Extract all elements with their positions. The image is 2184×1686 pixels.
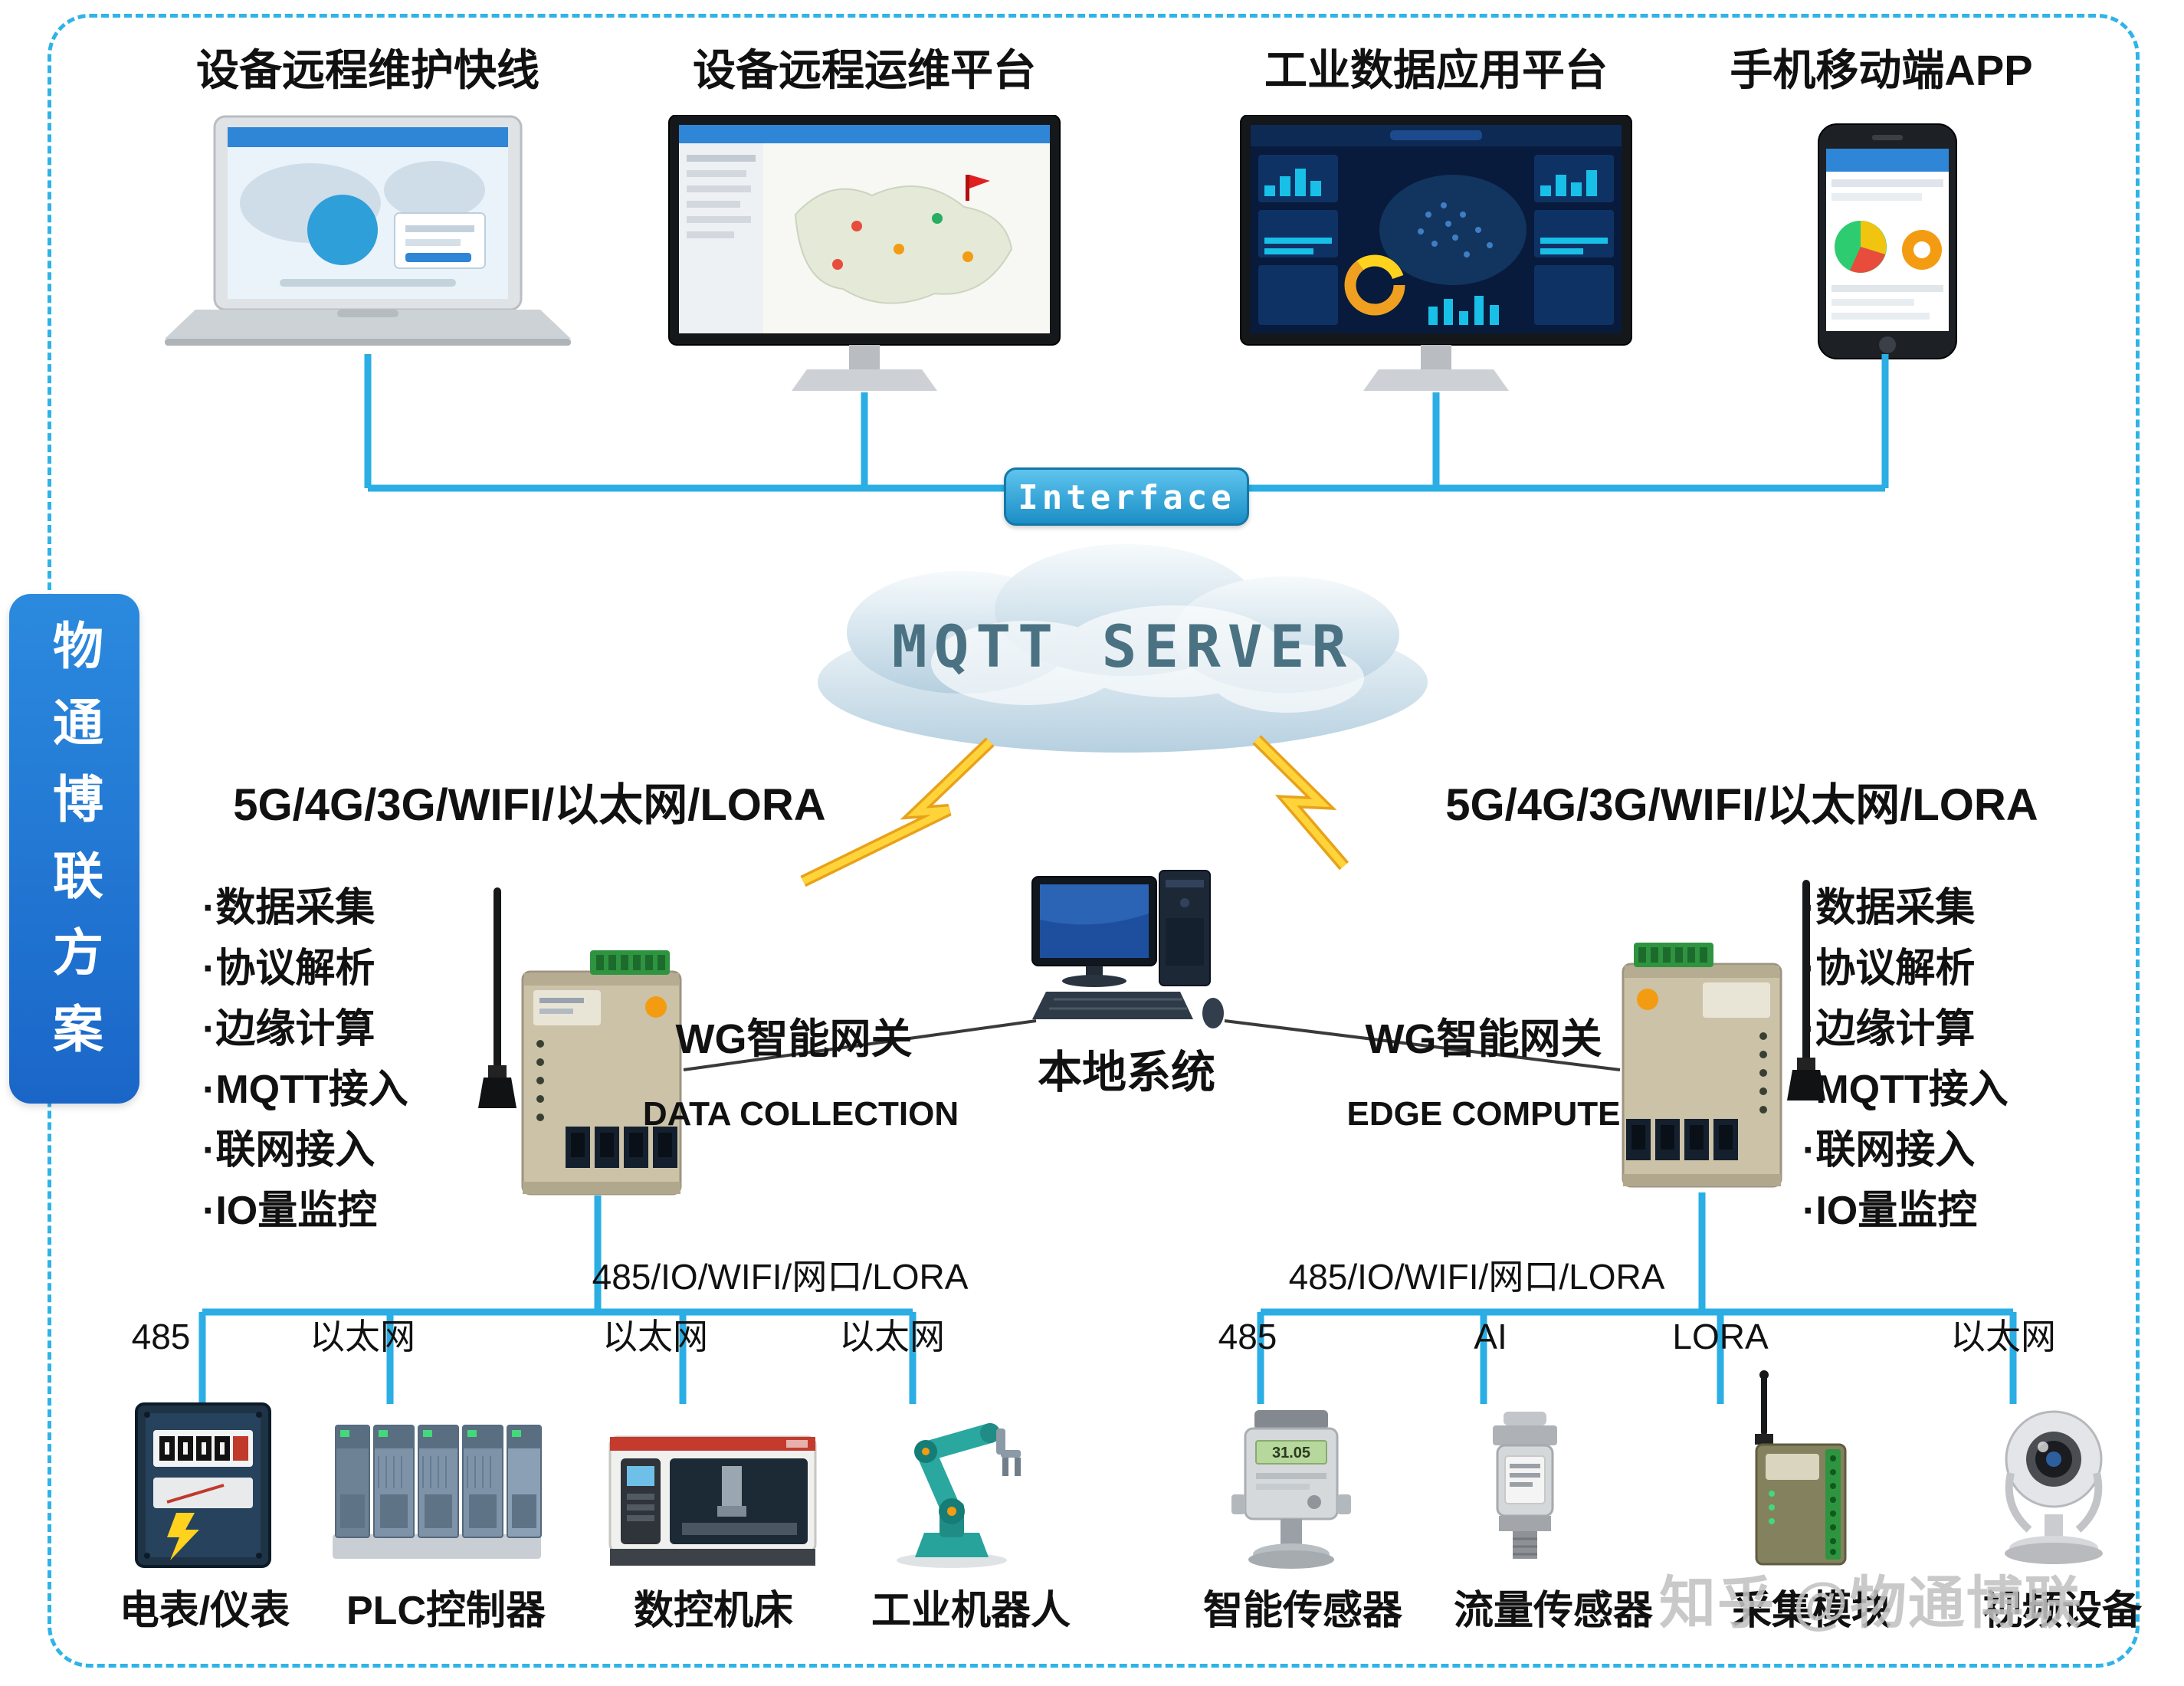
device-label-sensor: 智能传感器 [1202, 1589, 1403, 1633]
brand-banner: 物通博联方案 [9, 594, 139, 1104]
local-system-label: 本地系统 [1037, 1048, 1216, 1097]
bus-label-right: 485/IO/WIFI/网口/LORA [1288, 1257, 1665, 1297]
feature-item: ·数据采集 [202, 886, 375, 930]
top-device-label-1: 设备远程维护快线 [196, 46, 539, 94]
feature-item: ·边缘计算 [202, 1007, 375, 1051]
feature-item: ·联网接入 [1802, 1128, 1976, 1173]
conn-label-ethernet-3: 以太网 [839, 1317, 945, 1356]
feature-list-left: ·数据采集 ·协议解析 ·边缘计算 ·MQTT接入 ·联网接入 ·IO量监控 [202, 878, 408, 1242]
phone-icon [1818, 123, 1957, 359]
feature-item: ·边缘计算 [1802, 1007, 1976, 1051]
cnc-machine-icon [608, 1435, 817, 1566]
gateway-right-icon [1622, 880, 1825, 1188]
device-label-flow-sensor: 流量传感器 [1453, 1589, 1654, 1633]
lightning-bolt-icons [800, 735, 1349, 887]
device-label-meter: 电表/仪表 [119, 1589, 290, 1633]
device-label-robot: 工业机器人 [871, 1589, 1071, 1633]
power-meter-icon [135, 1402, 271, 1568]
collector-module-icon [1755, 1370, 1847, 1566]
conn-label-ai: AI [1474, 1317, 1507, 1356]
conn-label-ethernet-1: 以太网 [310, 1317, 415, 1356]
webcam-icon [2005, 1410, 2103, 1564]
gateway-subtitle-left: DATA COLLECTION [642, 1095, 959, 1133]
feature-item: ·协议解析 [202, 946, 375, 991]
conn-label-ethernet-2: 以太网 [602, 1317, 708, 1356]
laptop-icon [165, 115, 571, 346]
feature-item: ·联网接入 [202, 1128, 375, 1173]
device-label-cnc: 数控机床 [633, 1589, 794, 1633]
feature-list-right: ·数据采集 ·协议解析 ·边缘计算 ·MQTT接入 ·联网接入 ·IO量监控 [1802, 878, 2009, 1242]
flow-sensor-icon [1493, 1412, 1557, 1559]
device-label-plc: PLC控制器 [346, 1589, 546, 1633]
gateway-name-left: WG智能网关 [675, 1016, 913, 1062]
smart-sensor-icon: 31.05 [1231, 1410, 1351, 1569]
feature-item: ·IO量监控 [1802, 1189, 1978, 1233]
network-label-right: 5G/4G/3G/WIFI/以太网/LORA [1445, 780, 2038, 830]
sensor-lcd-reading: 31.05 [1272, 1445, 1310, 1461]
bus-label-left: 485/IO/WIFI/网口/LORA [592, 1257, 969, 1297]
gateway-subtitle-right: EDGE COMPUTE [1346, 1095, 1621, 1133]
feature-item: ·IO量监控 [202, 1189, 378, 1233]
device-label-video: 视频设备 [1982, 1589, 2143, 1633]
watermark: 知乎 @物通博联 [1659, 1571, 2083, 1635]
mqtt-server-label: MQTT SERVER [891, 612, 1354, 681]
conn-label-485-left: 485 [131, 1317, 191, 1356]
mqtt-cloud [818, 544, 1428, 753]
feature-item: ·MQTT接入 [1802, 1068, 2009, 1112]
interface-badge: Interface [1004, 467, 1249, 526]
ops-platform-monitor-icon [668, 115, 1061, 391]
network-label-left: 5G/4G/3G/WIFI/以太网/LORA [233, 780, 826, 830]
feature-item: ·数据采集 [1802, 886, 1976, 930]
top-device-label-4: 手机移动端APP [1730, 46, 2033, 94]
gateway-name-right: WG智能网关 [1365, 1016, 1602, 1062]
brand-banner-text: 物通博联方案 [46, 618, 103, 1079]
feature-item: ·协议解析 [1802, 946, 1976, 991]
gateway-left-icon [478, 887, 682, 1196]
conn-label-ethernet-4: 以太网 [1950, 1317, 2056, 1356]
top-device-label-3: 工业数据应用平台 [1264, 46, 1608, 94]
local-system-icon [1031, 870, 1224, 1028]
feature-item: ·MQTT接入 [202, 1068, 408, 1112]
device-label-module: 采集模块 [1731, 1589, 1892, 1633]
data-platform-monitor-icon [1240, 115, 1632, 391]
top-device-label-2: 设备远程运维平台 [693, 46, 1036, 94]
robot-arm-icon [897, 1423, 1021, 1568]
plc-icon [333, 1425, 542, 1559]
conn-label-lora: LORA [1672, 1317, 1769, 1356]
conn-label-485-right: 485 [1218, 1317, 1277, 1356]
